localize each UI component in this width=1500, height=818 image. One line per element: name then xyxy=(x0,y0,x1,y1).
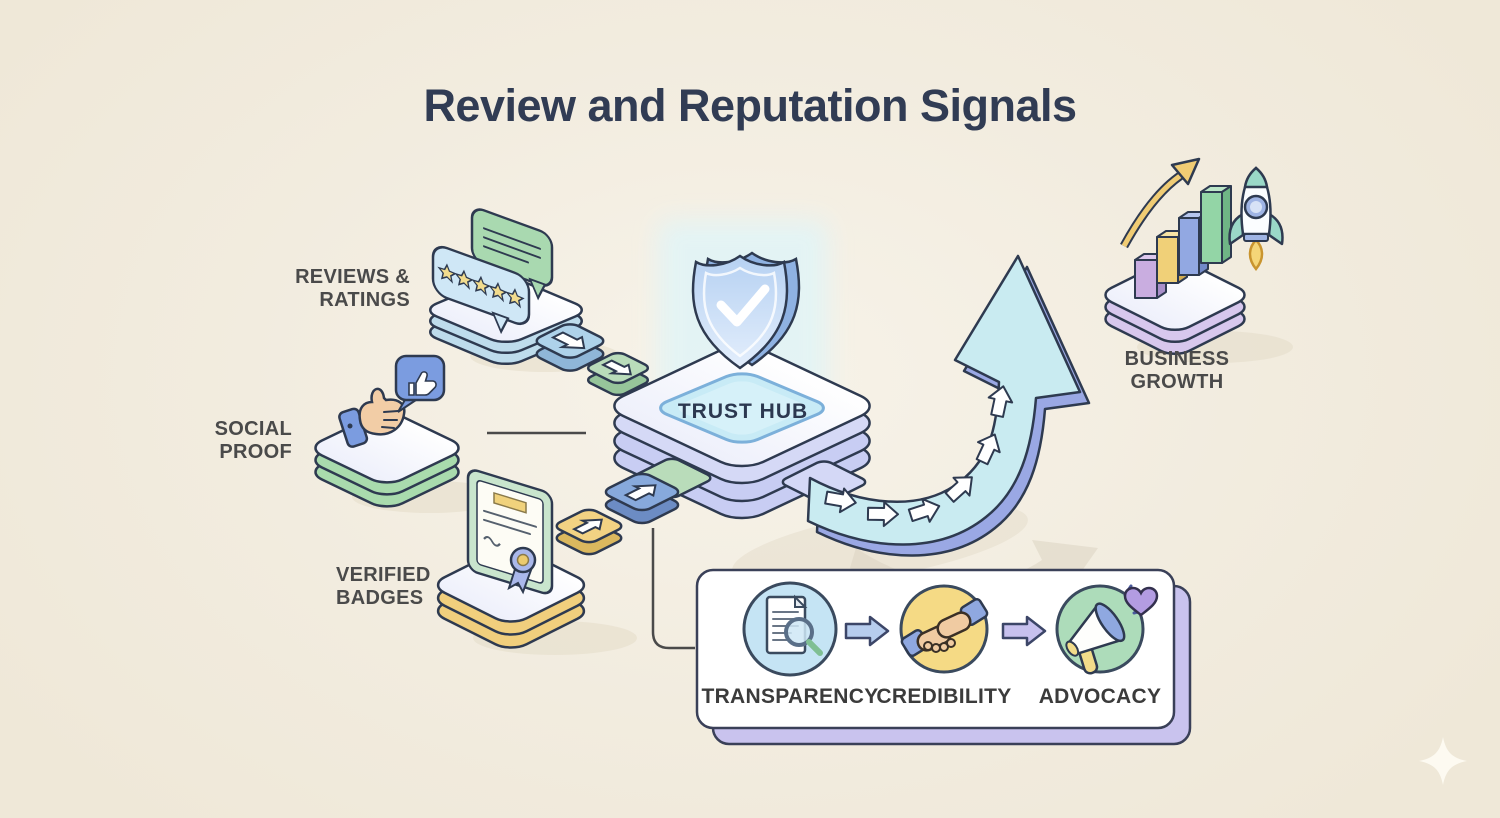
social-platform xyxy=(306,354,467,511)
document-magnifier-icon xyxy=(742,581,838,677)
verified-platform xyxy=(429,469,593,652)
label-verified-badges: VERIFIED BADGES xyxy=(336,564,431,609)
like-bubble-icon xyxy=(394,354,446,413)
ribbon-badge-icon xyxy=(507,546,537,595)
flow-arrow-tile-green xyxy=(584,351,652,397)
handshake-icon xyxy=(899,584,989,674)
big-curved-arrow xyxy=(806,254,1091,557)
rocket-icon xyxy=(1228,166,1284,271)
connector-hub-card xyxy=(651,528,695,650)
shield-check-icon xyxy=(691,251,801,370)
label-advocacy: ADVOCACY xyxy=(1038,685,1162,708)
pipeline-card xyxy=(695,568,1192,746)
sparkle-icon xyxy=(1419,737,1467,785)
label-credibility: CREDIBILITY xyxy=(876,685,1012,708)
growth-platform xyxy=(1097,157,1284,358)
flow-arrow-tile-navy xyxy=(601,471,683,525)
reviews-platform xyxy=(421,208,591,368)
bar-green xyxy=(1200,185,1232,264)
megaphone-heart-icon xyxy=(1055,584,1159,675)
step-arrow-icon xyxy=(844,615,890,647)
label-trust-hub: TRUST HUB xyxy=(677,400,809,423)
flow-arrow-tile-yellow xyxy=(552,508,626,557)
star-icon xyxy=(437,263,525,309)
heart-icon xyxy=(1123,586,1159,617)
label-business-growth: BUSINESS GROWTH xyxy=(1124,348,1230,393)
bar-chart-icon xyxy=(1134,185,1232,299)
label-transparency: TRANSPARENCY xyxy=(701,685,879,708)
growth-arrow-icon xyxy=(1120,157,1201,249)
page-title: Review and Reputation Signals xyxy=(423,80,1077,131)
label-social-proof: SOCIAL PROOF xyxy=(214,418,292,463)
step-arrow-icon xyxy=(1001,615,1047,647)
star-rating-bubble-icon xyxy=(431,245,531,335)
label-reviews-ratings: REVIEWS & RATINGS xyxy=(295,266,410,311)
certificate-icon xyxy=(466,469,554,595)
arrow-chain xyxy=(824,385,1014,528)
thumbs-up-icon xyxy=(338,387,406,448)
flow-arrow-tile-blue xyxy=(532,322,608,373)
check-icon xyxy=(716,284,770,327)
